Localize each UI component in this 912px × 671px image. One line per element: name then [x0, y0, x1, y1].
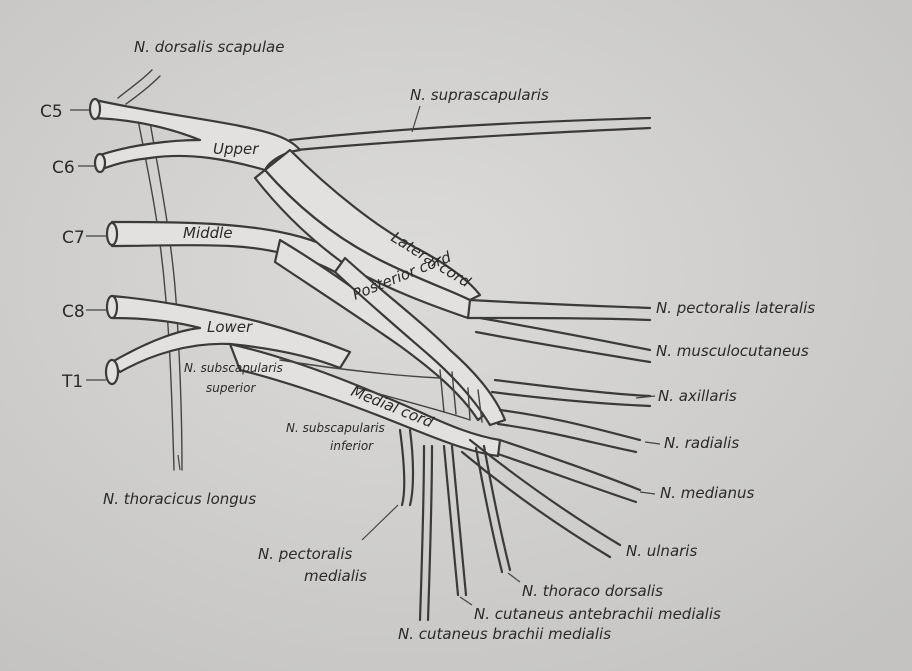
label-medianus: N. medianus: [660, 484, 754, 502]
root-label-c8: C8: [62, 302, 85, 322]
c5-stump: [90, 99, 100, 119]
c7-stump: [107, 223, 117, 245]
label-dorsalis-scapulae: N. dorsalis scapulae: [134, 38, 284, 56]
t1-stump: [106, 360, 118, 384]
c6-stump: [95, 154, 105, 172]
label-subscapularis-inferior-1: N. subscapularis: [286, 421, 385, 435]
label-radialis: N. radialis: [664, 434, 739, 452]
label-thoracicus-longus: N. thoracicus longus: [103, 490, 256, 508]
trunk-label-upper: Upper: [213, 140, 259, 158]
root-label-c6: C6: [52, 158, 75, 178]
label-ulnaris: N. ulnaris: [626, 542, 697, 560]
label-axillaris: N. axillaris: [658, 387, 737, 405]
root-label-t1: T1: [61, 372, 83, 392]
label-cutaneus-antebrachii: N. cutaneus antebrachii medialis: [474, 605, 721, 623]
label-subscapularis-superior-2: superior: [206, 381, 256, 395]
root-label-c7: C7: [62, 228, 85, 248]
label-suprascapularis: N. suprascapularis: [410, 86, 549, 104]
label-musculocutaneus: N. musculocutaneus: [656, 342, 809, 360]
label-subscapularis-inferior-2: inferior: [330, 439, 374, 453]
label-thoraco-dorsalis: N. thoraco dorsalis: [522, 582, 663, 600]
label-subscapularis-superior-1: N. subscapularis: [184, 361, 283, 375]
label-cutaneus-brachii: N. cutaneus brachii medialis: [398, 625, 611, 643]
root-label-c5: C5: [40, 102, 63, 122]
label-pectoralis-medialis-1: N. pectoralis: [258, 545, 353, 563]
label-pectoralis-medialis-2: medialis: [304, 567, 367, 585]
trunk-label-lower: Lower: [207, 318, 253, 336]
trunk-label-middle: Middle: [183, 224, 233, 242]
label-pectoralis-lateralis: N. pectoralis lateralis: [656, 299, 815, 317]
c8-stump: [107, 296, 117, 318]
